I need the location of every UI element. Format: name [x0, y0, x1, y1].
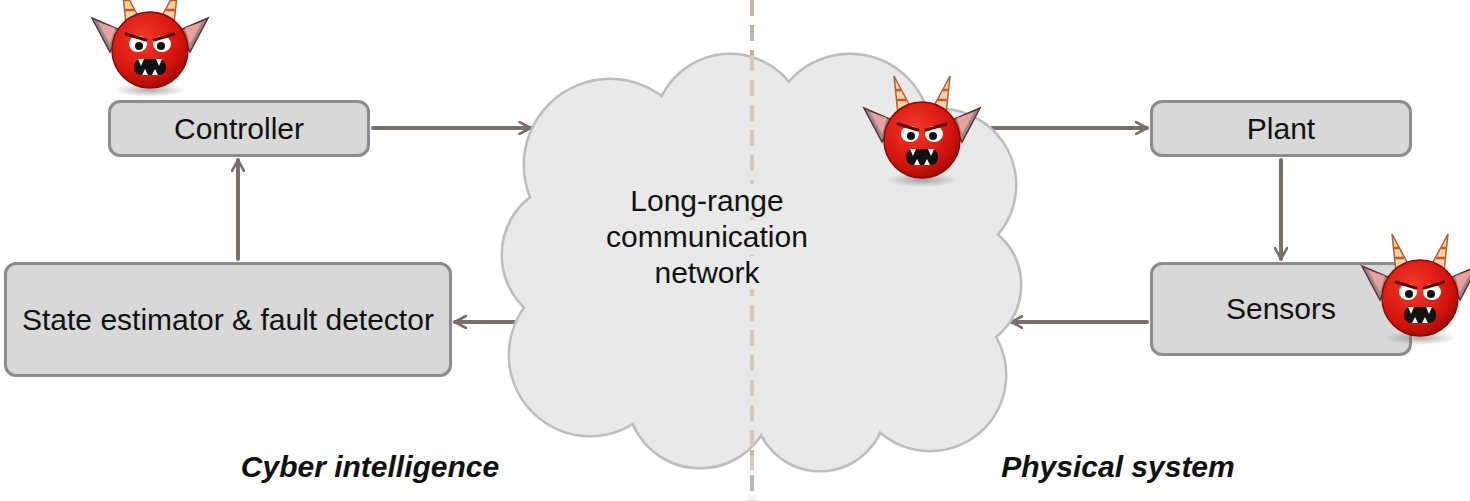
network-cloud: Long-range communication network — [500, 55, 1025, 470]
flow-arrow — [236, 160, 240, 259]
controller-box: Controller — [108, 100, 370, 157]
region-label: Physical system — [1001, 450, 1234, 484]
cloud-shape — [500, 55, 1025, 470]
node-label: Controller — [174, 111, 304, 146]
flow-arrow — [992, 126, 1147, 130]
attacker-icon — [92, 0, 208, 97]
flow-arrow — [1279, 160, 1283, 259]
attacker-icon — [864, 76, 980, 187]
node-label: Long-range communication network — [606, 184, 808, 289]
flow-arrow — [373, 126, 530, 130]
node-label: Sensors — [1226, 291, 1336, 326]
node-label: State estimator & fault detector — [22, 302, 434, 337]
flow-arrow — [1011, 320, 1147, 324]
node-label: Plant — [1247, 111, 1315, 146]
plant-box: Plant — [1150, 100, 1412, 157]
estimator-box: State estimator & fault detector — [4, 262, 452, 377]
attacker-icon — [1362, 234, 1470, 345]
flow-arrow — [455, 320, 514, 324]
region-label: Cyber intelligence — [241, 450, 499, 484]
sensors-box: Sensors — [1150, 262, 1412, 356]
cloud-text: Long-range communication network — [582, 183, 832, 291]
